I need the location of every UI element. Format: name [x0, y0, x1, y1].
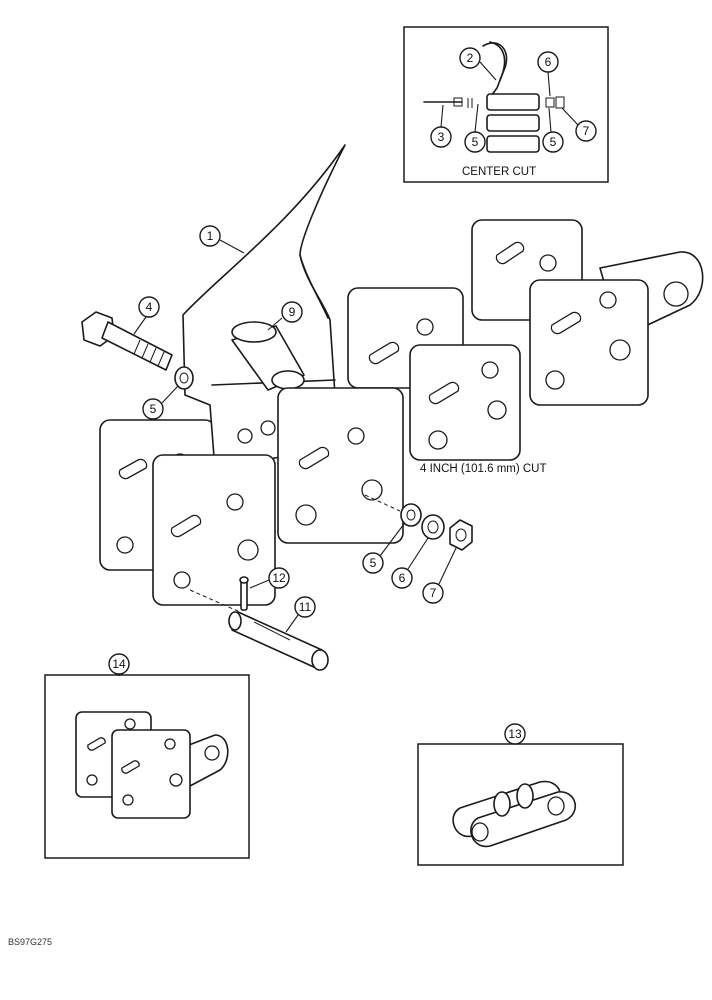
callout-13 — [504, 723, 526, 745]
svg-text:12: 12 — [272, 571, 286, 585]
main-chain-assembly: 4 INCH (101.6 mm) CUT — [81, 144, 704, 671]
inset-13-frame — [417, 743, 624, 866]
svg-text:2: 2 — [467, 51, 474, 65]
svg-text:1: 1 — [207, 229, 214, 243]
svg-text:9: 9 — [289, 305, 296, 319]
cotter-pin — [239, 576, 249, 611]
inset-14: 14 — [44, 653, 250, 859]
center-cut-plate-mid — [486, 114, 540, 132]
center-cut-plate-top — [486, 93, 540, 111]
callout-5-inset-right: 5 — [542, 107, 564, 153]
svg-text:5: 5 — [472, 135, 479, 149]
svg-text:6: 6 — [545, 55, 552, 69]
chain-plate-front-2 — [277, 387, 404, 544]
svg-text:5: 5 — [550, 135, 557, 149]
center-cut-plate-bottom — [486, 135, 540, 153]
callout-7-inset: 7 — [561, 107, 597, 142]
callout-9: 9 — [267, 301, 303, 331]
center-cut-washer — [545, 97, 555, 108]
center-cut-label: CENTER CUT — [462, 166, 536, 178]
washer-lock-washer-nut-stack — [400, 503, 473, 551]
callout-1: 1 — [199, 225, 245, 254]
callout-5-bolt: 5 — [142, 385, 179, 420]
bolt-washer — [174, 366, 194, 390]
callout-7-nut: 7 — [422, 547, 457, 604]
chain-plate-front-1 — [152, 454, 276, 606]
center-cut-nut — [555, 96, 565, 109]
callout-5-inset-left: 5 — [464, 103, 486, 153]
inset-14-frame — [44, 674, 250, 859]
callout-5-nut: 5 — [362, 523, 405, 574]
figure-id: BS97G275 — [8, 937, 52, 947]
svg-text:4: 4 — [146, 300, 153, 314]
svg-text:5: 5 — [370, 556, 377, 570]
bolt — [81, 311, 173, 371]
svg-text:3: 3 — [438, 130, 445, 144]
callout-6-nut: 6 — [391, 537, 429, 589]
chain-pin — [228, 611, 329, 671]
svg-text:7: 7 — [583, 124, 590, 138]
center-cut-inset: 2 6 3 5 5 7 CENTER CUT — [403, 26, 609, 183]
center-cut-frame — [403, 26, 609, 183]
callout-11: 11 — [285, 596, 316, 633]
inset-13: 13 — [417, 723, 624, 866]
svg-text:7: 7 — [430, 586, 437, 600]
chain-plate-mid-3 — [409, 344, 521, 461]
four-inch-cut-label: 4 INCH (101.6 mm) CUT — [420, 463, 547, 475]
callout-6: 6 — [537, 51, 559, 97]
callout-2: 2 — [459, 47, 497, 81]
callout-3: 3 — [430, 104, 452, 148]
svg-text:14: 14 — [112, 657, 126, 671]
callout-4: 4 — [133, 296, 160, 335]
callout-12: 12 — [249, 567, 290, 589]
svg-text:13: 13 — [508, 727, 522, 741]
svg-text:5: 5 — [150, 402, 157, 416]
svg-text:11: 11 — [299, 600, 312, 614]
svg-text:6: 6 — [399, 571, 406, 585]
